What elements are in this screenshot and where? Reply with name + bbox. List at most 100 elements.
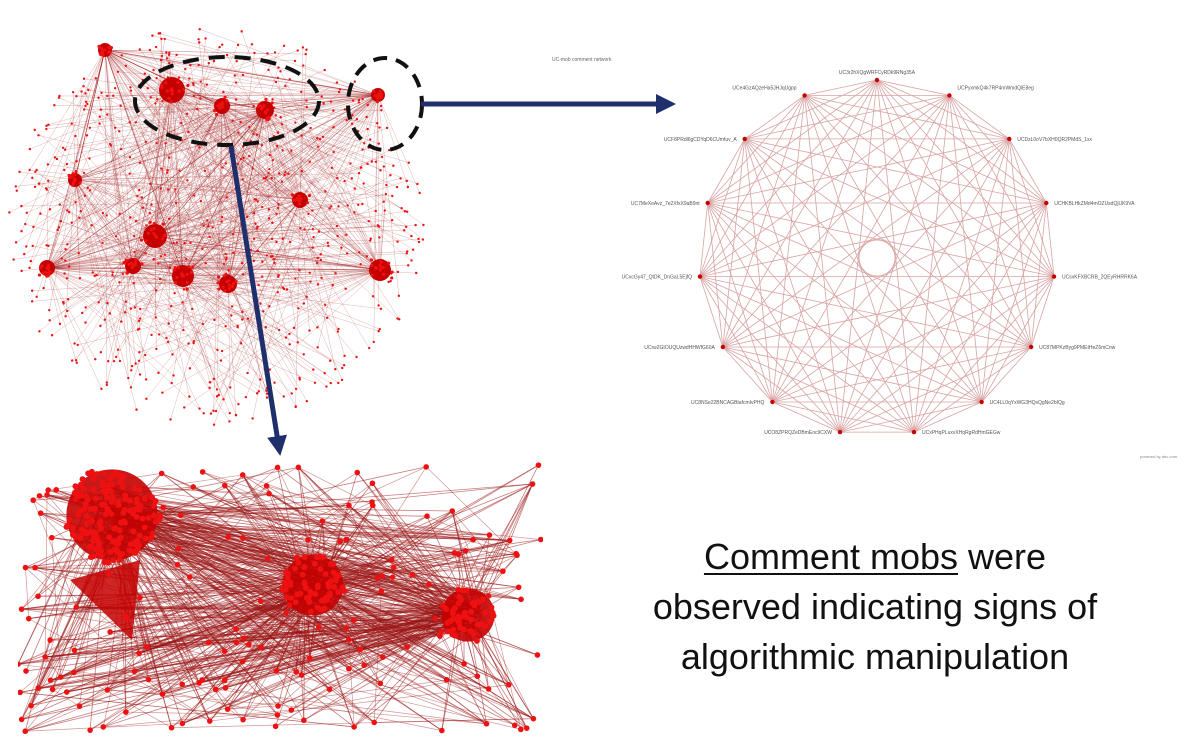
overview-node <box>85 134 89 137</box>
overview-node <box>284 336 288 339</box>
zoom-edge <box>193 486 341 543</box>
zoom-cluster-node <box>149 530 156 537</box>
overview-edge <box>74 69 325 181</box>
overview-node <box>65 162 69 166</box>
overview-edge <box>74 179 343 369</box>
overview-hub-node <box>185 272 189 276</box>
overview-edge <box>173 242 381 271</box>
overview-node <box>343 179 346 183</box>
zoom-node <box>264 556 271 562</box>
overview-hub-edge <box>46 267 381 271</box>
clique-edge <box>744 138 1055 277</box>
overview-node <box>121 272 125 276</box>
zoom-cluster-node <box>322 571 329 578</box>
overview-node <box>152 257 155 261</box>
zoom-nodes <box>18 462 543 735</box>
clique-edge <box>772 401 841 433</box>
overview-node <box>365 115 368 119</box>
zoom-node <box>108 511 115 517</box>
overview-node <box>328 207 331 210</box>
overview-node <box>66 309 69 313</box>
zoom-edge <box>96 533 441 637</box>
overview-node <box>228 411 231 415</box>
clique-edge <box>876 79 1032 348</box>
overview-node <box>316 136 319 140</box>
overview-node <box>60 257 63 260</box>
clique-edge <box>949 95 1010 140</box>
overview-node <box>28 168 31 172</box>
overview-hub-node <box>140 262 144 266</box>
overview-node <box>369 237 373 240</box>
overview-node <box>161 99 164 103</box>
overview-edge <box>221 105 256 224</box>
overview-node <box>275 144 279 148</box>
zoom-edge <box>316 581 478 677</box>
overview-hub-node <box>173 266 177 270</box>
overview-edge <box>104 49 306 55</box>
overview-node <box>273 261 276 264</box>
zoom-edge <box>110 631 521 730</box>
overview-node <box>157 333 161 336</box>
zoom-edge <box>66 618 436 693</box>
overview-edge <box>104 49 136 364</box>
overview-node <box>148 211 151 215</box>
overview-edge <box>104 49 147 380</box>
zoom-edge <box>201 646 262 681</box>
overview-node <box>292 326 296 330</box>
overview-node <box>79 210 82 213</box>
overview-node <box>34 170 37 174</box>
overview-edge <box>264 109 359 205</box>
zoom-edge <box>126 505 373 619</box>
overview-edge <box>176 94 379 243</box>
overview-edge <box>182 275 275 383</box>
zoom-node <box>357 646 364 653</box>
overview-node <box>371 295 375 298</box>
overview-hub-node <box>216 104 220 108</box>
overview-node <box>138 188 141 192</box>
overview-edge <box>104 49 191 243</box>
overview-node <box>377 304 380 307</box>
overview-node <box>382 165 386 168</box>
overview-node <box>156 98 159 101</box>
overview-edge <box>227 172 269 285</box>
zoom-edge <box>182 627 347 724</box>
overview-node <box>141 206 145 210</box>
overview-node <box>113 86 117 90</box>
zoom-cluster-node <box>341 587 348 594</box>
overview-edge <box>46 77 180 269</box>
overview-edge <box>154 235 219 396</box>
overview-hub-node <box>230 284 235 289</box>
overview-edge <box>268 94 379 219</box>
overview-edge <box>198 109 266 145</box>
overview-edge <box>76 96 223 107</box>
zoom-node <box>326 686 333 693</box>
zoom-edge <box>18 584 430 665</box>
overview-edge <box>379 184 387 271</box>
overview-node <box>404 225 408 229</box>
overview-node <box>37 182 41 185</box>
zoom-node <box>537 536 543 543</box>
overview-edge <box>252 199 301 419</box>
overview-edge <box>264 109 338 237</box>
clique-edge <box>722 95 805 348</box>
zoom-edge <box>18 663 487 725</box>
overview-node <box>145 224 148 227</box>
overview-node <box>251 167 254 170</box>
zoom-node <box>500 568 506 575</box>
overview-hub-node <box>177 89 181 93</box>
overview-edge <box>187 180 229 285</box>
overview-edge <box>182 275 210 383</box>
clique-node-label: UCsvKFXBCRB_2QEyRHRRK6A <box>1062 275 1138 281</box>
overview-node <box>88 157 91 160</box>
overview-node <box>42 286 45 290</box>
zoom-node <box>462 547 469 554</box>
overview-node <box>230 314 233 317</box>
zoom-cluster-node <box>104 505 111 512</box>
overview-edge <box>145 94 379 254</box>
zoom-cluster-node <box>136 532 143 539</box>
overview-node <box>114 235 118 238</box>
overview-edge <box>155 46 223 107</box>
overview-node <box>279 116 282 119</box>
overview-node <box>240 262 244 265</box>
zoom-edge <box>38 671 297 689</box>
